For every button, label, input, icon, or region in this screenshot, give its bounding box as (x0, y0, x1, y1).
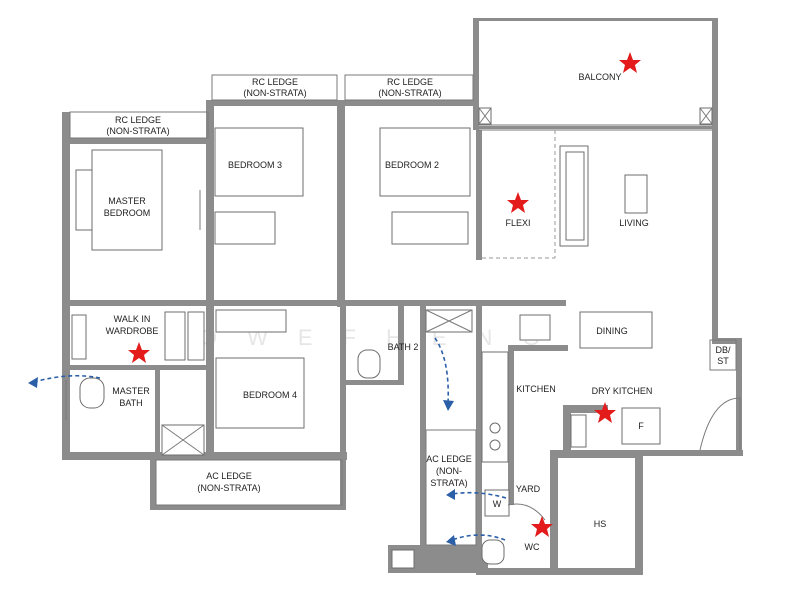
hs-label: HS (594, 519, 607, 529)
airflow-arrows (28, 337, 507, 546)
master-bedroom-label-line2: BEDROOM (104, 208, 151, 218)
ac-ledge-2-line1: AC LEDGE (426, 454, 472, 464)
star-icon (507, 192, 529, 213)
star-icon (594, 402, 616, 423)
furniture (71, 127, 741, 569)
arrow-icon (434, 337, 450, 405)
rc-ledge-3-line1: RC LEDGE (387, 77, 433, 87)
fridge-label: F (638, 421, 644, 431)
master-bedroom-label-line1: MASTER (108, 196, 146, 206)
kitchen-label: KITCHEN (516, 384, 556, 394)
rc-ledge-1-line1: RC LEDGE (115, 115, 161, 125)
rc-ledge-2-line2: (NON-STRATA) (243, 88, 306, 98)
arrow-icon (451, 491, 507, 499)
rc-ledge-2-line1: RC LEDGE (252, 77, 298, 87)
star-icon (128, 342, 150, 363)
exterior-walls (62, 18, 743, 575)
rc-ledge-3-line2: (NON-STRATA) (378, 88, 441, 98)
dry-kitchen-label: DRY KITCHEN (592, 386, 653, 396)
walk-in-label-line2: WARDROBE (106, 326, 159, 336)
wc-label: WC (525, 542, 540, 552)
washer-label: W (493, 499, 502, 509)
arrow-icon (451, 534, 506, 541)
bath2-label: BATH 2 (388, 342, 419, 352)
interior-walls (70, 130, 568, 505)
room-labels: BALCONY FLEXI LIVING DINING DRY KITCHEN … (104, 72, 731, 552)
master-bath-label-line1: MASTER (112, 386, 150, 396)
thin-lines (65, 74, 737, 546)
bedroom3-label: BEDROOM 3 (228, 160, 282, 170)
star-icon (531, 516, 553, 537)
star-icon (619, 52, 641, 73)
ledge-labels: RC LEDGE (NON-STRATA) RC LEDGE (NON-STRA… (106, 77, 471, 493)
bedroom2-label: BEDROOM 2 (385, 160, 439, 170)
ac-ledge-2-line2: (NON- (436, 466, 462, 476)
ac-ledge-1-line1: AC LEDGE (206, 471, 252, 481)
rc-ledge-1-line2: (NON-STRATA) (106, 126, 169, 136)
yard-label: YARD (516, 484, 541, 494)
bedroom4-label: BEDROOM 4 (243, 390, 297, 400)
arrow-icon (33, 374, 101, 383)
flexi-label: FLEXI (505, 218, 530, 228)
db-st-label-line1: DB/ (715, 345, 731, 355)
walk-in-label-line1: WALK IN (114, 314, 151, 324)
living-label: LIVING (619, 218, 649, 228)
dining-label: DINING (596, 326, 628, 336)
db-st-label-line2: ST (717, 356, 729, 366)
ac-ledge-1-line2: (NON-STRATA) (197, 483, 260, 493)
balcony-label: BALCONY (578, 72, 621, 82)
ac-ledge-2-line3: STRATA) (430, 478, 467, 488)
star-markers (128, 52, 641, 537)
master-bath-label-line2: BATH (119, 398, 142, 408)
